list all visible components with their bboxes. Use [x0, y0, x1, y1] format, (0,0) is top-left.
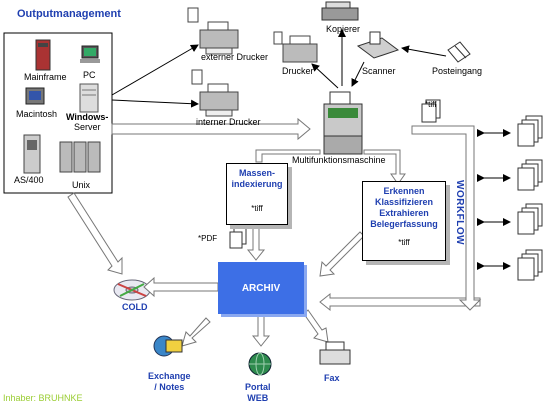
- externer-drucker-label: externer Drucker: [201, 52, 269, 62]
- as400-label: AS/400: [14, 175, 44, 185]
- pc-label: PC: [83, 70, 96, 80]
- workflow-doc-icons: [517, 115, 543, 281]
- page-title: Outputmanagement: [17, 8, 121, 20]
- arrow-from-scanner: [351, 61, 365, 87]
- erkennen-line1: Erkennen: [383, 186, 425, 196]
- erkennen-line3: Extrahieren: [379, 208, 429, 218]
- windows-server-label-2: Server: [74, 122, 101, 132]
- exchange-label-2: / Notes: [154, 382, 185, 392]
- macintosh-icon: [25, 87, 45, 105]
- multifunktion-icon: [323, 91, 363, 155]
- mainframe-icon: [35, 39, 51, 71]
- exchange-icon: [153, 335, 183, 357]
- arrow-archiv-to-exchange: [181, 317, 211, 347]
- exchange-label-1: Exchange: [148, 371, 191, 381]
- archiv-box: ARCHIV: [218, 262, 304, 314]
- pdf-doc-icon: [229, 227, 247, 249]
- externer-drucker-icon: [187, 7, 239, 55]
- portal-label: Portal WEB: [245, 382, 271, 404]
- scanner-icon: [356, 31, 400, 59]
- arrow-to-drucker: [311, 63, 339, 89]
- workflow-label: WORKFLOW: [454, 180, 465, 246]
- erkennen-line2: Klassifizieren: [374, 197, 434, 207]
- portal-label-2: WEB: [247, 393, 269, 403]
- exchange-label: Exchange / Notes: [148, 371, 191, 393]
- tiff-doc-icon: [421, 99, 441, 123]
- interner-drucker-label: interner Drucker: [196, 117, 261, 127]
- arrow-multi-to-erkennen: [363, 149, 406, 185]
- scanner-label: Scanner: [362, 66, 396, 76]
- macintosh-label: Macintosh: [16, 109, 58, 119]
- massen-line2: indexierung: [231, 179, 283, 189]
- arrow-to-interner-drucker: [111, 99, 199, 108]
- arrow-multi-to-massen: [255, 149, 321, 163]
- erkennen-box: Erkennen Klassifizieren Extrahieren Bele…: [362, 181, 446, 261]
- workflow-arrows: [477, 129, 511, 270]
- fax-icon: [319, 341, 351, 365]
- arrow-workflow-to-archiv: [319, 292, 481, 312]
- arrow-archiv-to-portal: [251, 313, 271, 347]
- arrow-to-cold: [67, 192, 123, 275]
- arrow-archiv-to-cold: [143, 276, 219, 298]
- arrow-archiv-to-fax: [303, 309, 329, 343]
- as400-icon: [23, 134, 41, 174]
- kopierer-label: Kopierer: [326, 24, 361, 34]
- posteingang-label: Posteingang: [432, 66, 483, 76]
- globe-icon: [248, 352, 272, 376]
- portal-label-1: Portal: [245, 382, 271, 392]
- interner-drucker-icon: [191, 69, 239, 117]
- fax-label: Fax: [324, 373, 340, 383]
- unix-label: Unix: [72, 180, 91, 190]
- kopierer-icon: [321, 1, 359, 21]
- arrow-to-externer-drucker: [111, 44, 199, 96]
- pc-icon: [80, 45, 100, 63]
- mainframe-label: Mainframe: [24, 72, 67, 82]
- multifunktion-label: Multifunktionsmaschine: [292, 155, 386, 165]
- drucker-icon: [273, 31, 318, 63]
- workflow-loop: [411, 125, 482, 311]
- arrow-to-multifunktion: [111, 117, 311, 141]
- drucker-label: Drucker: [282, 66, 314, 76]
- tiff-top-label: *tiff: [425, 100, 437, 109]
- arrow-from-posteingang: [401, 45, 447, 57]
- erkennen-line4: Belegerfassung: [370, 219, 438, 229]
- windows-server-label-1: Windows-: [66, 112, 109, 122]
- cold-icon: [113, 279, 151, 301]
- posteingang-icon: [447, 41, 471, 63]
- footer-owner: Inhaber: BRUHNKE: [3, 393, 83, 403]
- windows-server-icon: [79, 83, 99, 113]
- arrow-massen-to-archiv: [246, 225, 266, 261]
- massen-line1: Massen-: [238, 168, 275, 178]
- massen-tiff-label: *tiff: [251, 204, 263, 213]
- massenindexierung-box: Massen- indexierung *tiff: [226, 163, 288, 225]
- arrow-erkennen-to-archiv: [319, 231, 365, 277]
- cold-label: COLD: [122, 302, 148, 312]
- pdf-label: *PDF: [198, 234, 218, 243]
- unix-icon: [59, 141, 101, 173]
- erkennen-tiff-label: *tiff: [398, 238, 410, 247]
